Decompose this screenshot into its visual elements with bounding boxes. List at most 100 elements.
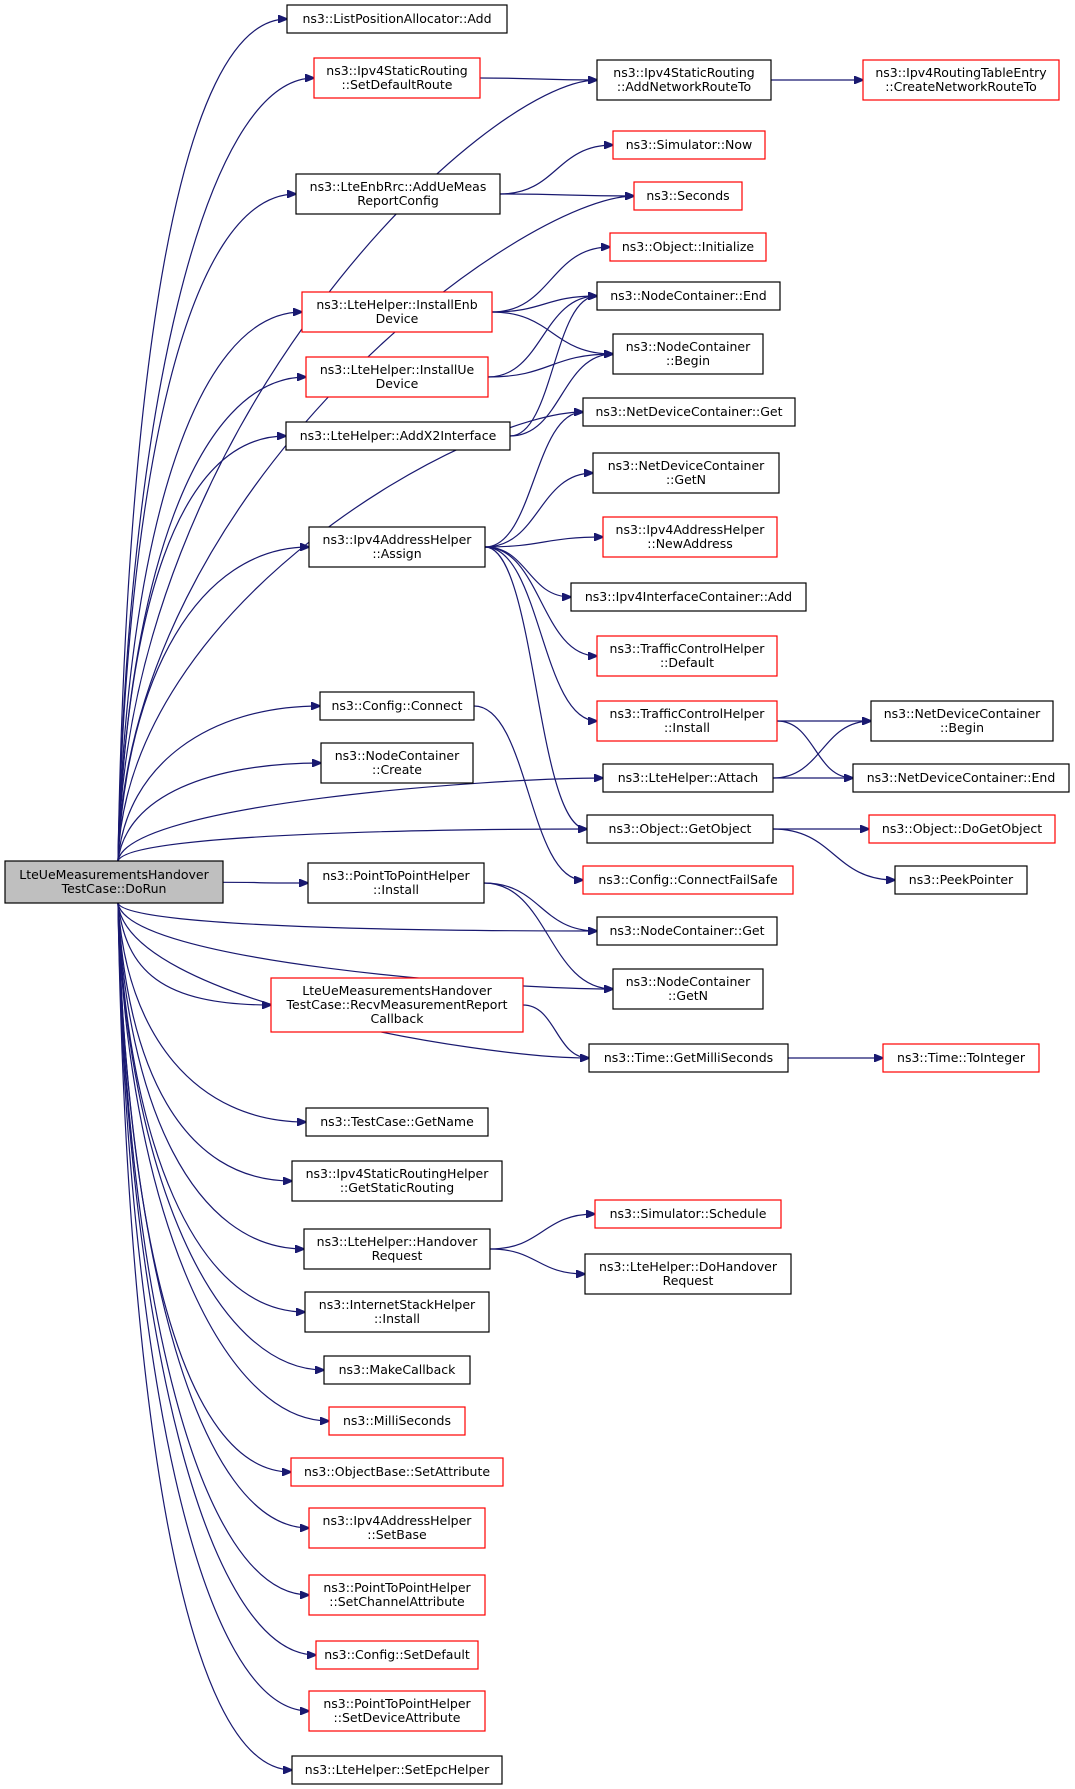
- node-box-ndc_begin[interactable]: [870, 700, 1054, 742]
- node-box-addx2[interactable]: [285, 421, 511, 451]
- node-setattribute[interactable]: ns3::ObjectBase::SetAttribute: [290, 1457, 504, 1487]
- node-getms[interactable]: ns3::Time::GetMilliSeconds: [588, 1043, 789, 1073]
- node-schedule[interactable]: ns3::Simulator::Schedule: [594, 1199, 782, 1229]
- node-addx2[interactable]: ns3::LteHelper::AddX2Interface: [285, 421, 511, 451]
- node-setdeviceattr[interactable]: ns3::PointToPointHelper::SetDeviceAttrib…: [308, 1690, 486, 1732]
- node-box-makecallback[interactable]: [323, 1355, 471, 1385]
- node-box-nc_begin[interactable]: [612, 333, 764, 375]
- node-nc_create[interactable]: ns3::NodeContainer::Create: [320, 742, 474, 784]
- node-nc_get[interactable]: ns3::NodeContainer::Get: [596, 916, 778, 946]
- node-box-milliseconds[interactable]: [328, 1406, 466, 1436]
- node-nc_begin[interactable]: ns3::NodeContainer::Begin: [612, 333, 764, 375]
- node-newaddr[interactable]: ns3::Ipv4AddressHelper::NewAddress: [602, 516, 778, 558]
- node-tch_install[interactable]: ns3::TrafficControlHelper::Install: [596, 700, 778, 742]
- node-box-lpa_add[interactable]: [286, 4, 508, 34]
- node-box-nc_get[interactable]: [596, 916, 778, 946]
- node-getname[interactable]: ns3::TestCase::GetName: [305, 1107, 489, 1137]
- node-box-connectfailsafe[interactable]: [582, 865, 794, 895]
- node-makecallback[interactable]: ns3::MakeCallback: [323, 1355, 471, 1385]
- node-ndc_getn[interactable]: ns3::NetDeviceContainer::GetN: [592, 452, 780, 494]
- node-box-peekpointer[interactable]: [894, 865, 1028, 895]
- node-box-root[interactable]: [4, 860, 224, 904]
- node-box-getstaticrouting[interactable]: [291, 1160, 503, 1202]
- node-box-setattribute[interactable]: [290, 1457, 504, 1487]
- node-setepchelper[interactable]: ns3::LteHelper::SetEpcHelper: [291, 1755, 503, 1785]
- node-box-installue[interactable]: [305, 356, 489, 398]
- node-box-addnetroute[interactable]: [596, 59, 772, 101]
- node-dogetobject[interactable]: ns3::Object::DoGetObject: [868, 814, 1056, 844]
- node-box-addmeas[interactable]: [295, 173, 501, 215]
- node-assign[interactable]: ns3::Ipv4AddressHelper::Assign: [308, 526, 486, 568]
- node-now[interactable]: ns3::Simulator::Now: [612, 130, 766, 160]
- node-box-tointeger[interactable]: [882, 1043, 1040, 1073]
- node-seconds[interactable]: ns3::Seconds: [633, 181, 743, 211]
- node-nc_end[interactable]: ns3::NodeContainer::End: [596, 281, 781, 311]
- node-box-installenb[interactable]: [301, 291, 493, 333]
- node-box-tch_default[interactable]: [596, 635, 778, 677]
- node-box-getobject[interactable]: [586, 814, 774, 844]
- node-box-cfg_connect[interactable]: [319, 691, 475, 721]
- node-addnetroute[interactable]: ns3::Ipv4StaticRouting::AddNetworkRouteT…: [596, 59, 772, 101]
- node-box-ish_install[interactable]: [304, 1291, 490, 1333]
- node-box-assign[interactable]: [308, 526, 486, 568]
- node-cfg_connect[interactable]: ns3::Config::Connect: [319, 691, 475, 721]
- node-box-handoverreq[interactable]: [303, 1228, 491, 1270]
- node-box-p2p_install[interactable]: [307, 862, 485, 904]
- node-box-dogetobject[interactable]: [868, 814, 1056, 844]
- node-box-initialize[interactable]: [609, 232, 767, 262]
- node-tch_default[interactable]: ns3::TrafficControlHelper::Default: [596, 635, 778, 677]
- node-box-ndc_get[interactable]: [582, 397, 796, 427]
- node-iic_add[interactable]: ns3::Ipv4InterfaceContainer::Add: [570, 582, 807, 612]
- node-setdefault[interactable]: ns3::Config::SetDefault: [315, 1640, 479, 1670]
- node-box-schedule[interactable]: [594, 1199, 782, 1229]
- node-getstaticrouting[interactable]: ns3::Ipv4StaticRoutingHelper::GetStaticR…: [291, 1160, 503, 1202]
- node-attach[interactable]: ns3::LteHelper::Attach: [602, 763, 774, 793]
- node-box-dohandover[interactable]: [584, 1253, 792, 1295]
- node-box-newaddr[interactable]: [602, 516, 778, 558]
- node-box-getms[interactable]: [588, 1043, 789, 1073]
- node-box-ndc_end[interactable]: [852, 763, 1070, 793]
- node-peekpointer[interactable]: ns3::PeekPointer: [894, 865, 1028, 895]
- node-box-iic_add[interactable]: [570, 582, 807, 612]
- node-lpa_add[interactable]: ns3::ListPositionAllocator::Add: [286, 4, 508, 34]
- node-createnetroute[interactable]: ns3::Ipv4RoutingTableEntry::CreateNetwor…: [862, 59, 1060, 101]
- node-box-seconds[interactable]: [633, 181, 743, 211]
- node-ish_install[interactable]: ns3::InternetStackHelper::Install: [304, 1291, 490, 1333]
- node-recvcb[interactable]: LteUeMeasurementsHandoverTestCase::RecvM…: [270, 977, 524, 1033]
- node-getobject[interactable]: ns3::Object::GetObject: [586, 814, 774, 844]
- node-box-setdeviceattr[interactable]: [308, 1690, 486, 1732]
- node-box-setbase[interactable]: [308, 1507, 486, 1549]
- node-tointeger[interactable]: ns3::Time::ToInteger: [882, 1043, 1040, 1073]
- node-box-nc_end[interactable]: [596, 281, 781, 311]
- node-box-ndc_getn[interactable]: [592, 452, 780, 494]
- node-connectfailsafe[interactable]: ns3::Config::ConnectFailSafe: [582, 865, 794, 895]
- node-box-attach[interactable]: [602, 763, 774, 793]
- node-setchannelattr[interactable]: ns3::PointToPointHelper::SetChannelAttri…: [308, 1574, 486, 1616]
- node-milliseconds[interactable]: ns3::MilliSeconds: [328, 1406, 466, 1436]
- node-box-setchannelattr[interactable]: [308, 1574, 486, 1616]
- node-p2p_install[interactable]: ns3::PointToPointHelper::Install: [307, 862, 485, 904]
- node-ndc_get[interactable]: ns3::NetDeviceContainer::Get: [582, 397, 796, 427]
- node-initialize[interactable]: ns3::Object::Initialize: [609, 232, 767, 262]
- node-box-now[interactable]: [612, 130, 766, 160]
- node-box-nc_getn[interactable]: [612, 968, 764, 1010]
- node-setbase[interactable]: ns3::Ipv4AddressHelper::SetBase: [308, 1507, 486, 1549]
- node-box-createnetroute[interactable]: [862, 59, 1060, 101]
- node-ndc_end[interactable]: ns3::NetDeviceContainer::End: [852, 763, 1070, 793]
- node-setdefroute[interactable]: ns3::Ipv4StaticRouting::SetDefaultRoute: [313, 57, 481, 99]
- node-box-tch_install[interactable]: [596, 700, 778, 742]
- node-box-setepchelper[interactable]: [291, 1755, 503, 1785]
- node-nc_getn[interactable]: ns3::NodeContainer::GetN: [612, 968, 764, 1010]
- node-box-recvcb[interactable]: [270, 977, 524, 1033]
- node-box-getname[interactable]: [305, 1107, 489, 1137]
- node-box-setdefault[interactable]: [315, 1640, 479, 1670]
- node-box-nc_create[interactable]: [320, 742, 474, 784]
- node-box-setdefroute[interactable]: [313, 57, 481, 99]
- node-ndc_begin[interactable]: ns3::NetDeviceContainer::Begin: [870, 700, 1054, 742]
